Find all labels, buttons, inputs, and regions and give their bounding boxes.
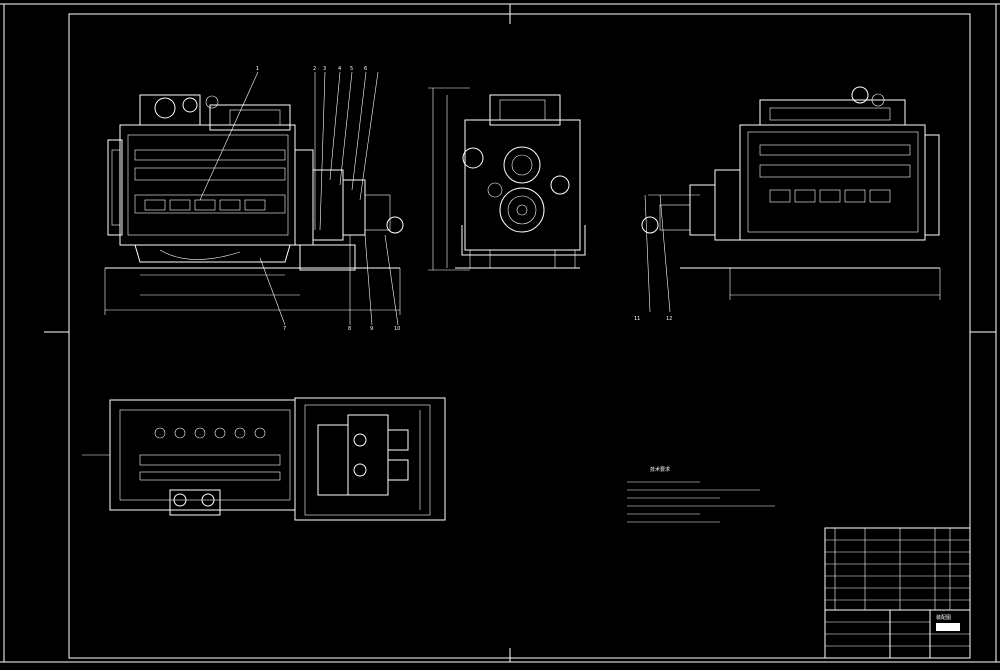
balloon-8: 8 [348, 326, 351, 332]
cylinder-row [134, 149, 286, 214]
top-view [82, 397, 446, 521]
front-view: 1 2 3 4 5 6 7 8 9 10 [104, 66, 404, 332]
balloon-12: 12 [666, 316, 672, 322]
technical-requirements: 技术要求 [627, 466, 775, 523]
balloon-2: 2 [313, 66, 316, 72]
balloon-1: 1 [256, 66, 259, 72]
tech-req-title: 技术要求 [650, 466, 670, 473]
balloon-7: 7 [283, 326, 286, 332]
title-block: 装配图 [824, 527, 971, 659]
cylinder-row [759, 144, 911, 203]
balloon-6: 6 [364, 66, 367, 72]
balloon-3: 3 [323, 66, 326, 72]
sheet-border [0, 3, 1000, 663]
balloon-11: 11 [634, 316, 640, 322]
balloon-9: 9 [370, 326, 373, 332]
balloon-10: 10 [394, 326, 400, 332]
title-block-title: 装配图 [936, 614, 951, 621]
balloon-4: 4 [338, 66, 341, 72]
balloon-5: 5 [350, 66, 353, 72]
rear-view: 11 12 [634, 86, 941, 322]
end-view [428, 87, 586, 271]
